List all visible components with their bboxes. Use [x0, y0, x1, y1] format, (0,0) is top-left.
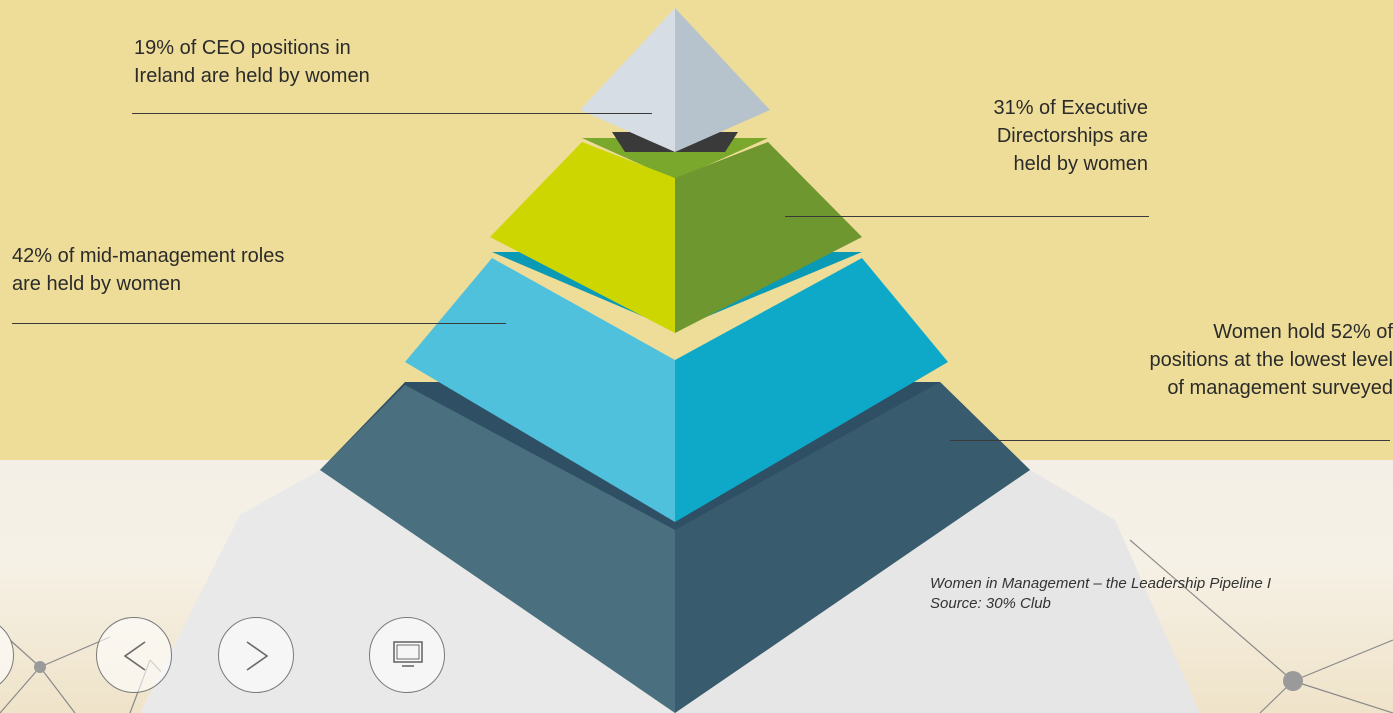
tier4-right-face [675, 382, 1030, 713]
tier2-label-line: 31% of Executive [993, 97, 1148, 119]
tier1-label-line: 19% of CEO positions in [134, 37, 351, 59]
screen-button[interactable] [369, 617, 445, 693]
figure-caption: Women in Management – the Leadership Pip… [930, 574, 1271, 614]
tier3-left-face [405, 258, 675, 522]
pyramid-base-right [675, 470, 1200, 713]
tier3-label-line: are held by women [12, 273, 181, 295]
previous-button[interactable] [96, 617, 172, 693]
chevron-right-icon [246, 641, 269, 671]
tier3-label: 42% of mid-management roles are held by … [12, 242, 284, 298]
tier2-left-face [490, 142, 675, 333]
next-button[interactable] [218, 617, 294, 693]
tier1-left-face [580, 8, 675, 152]
tier4-label-line: Women hold 52% of [1213, 321, 1393, 343]
tier2-leader-line [785, 216, 1149, 217]
tier4-left-face [320, 385, 675, 713]
tier3-label-line: 42% of mid-management roles [12, 245, 285, 267]
tier4-leader-line [950, 440, 1390, 441]
tier1-leader-line [132, 113, 652, 114]
caption-title: Women in Management – the Leadership Pip… [930, 575, 1272, 592]
tier3-right-face [675, 258, 948, 522]
tier2-label-line: Directorships are [996, 125, 1148, 147]
tier1-right-face [675, 8, 770, 152]
tier4-label-line: of management surveyed [1167, 377, 1393, 399]
network-node [1283, 671, 1303, 691]
tier2-label: 31% of Executive Directorships are held … [880, 94, 1148, 178]
tier2-label-line: held by women [1013, 153, 1148, 175]
caption-source: Source: 30% Club [930, 595, 1051, 612]
tier4-label-line: positions at the lowest level [1149, 349, 1393, 371]
tier1-label: 19% of CEO positions in Ireland are held… [134, 34, 370, 90]
tier1-label-line: Ireland are held by women [134, 65, 370, 87]
tier2-right-face [675, 142, 862, 333]
network-node [34, 661, 46, 673]
monitor-icon [393, 641, 423, 667]
tier4-label: Women hold 52% of positions at the lowes… [1030, 318, 1393, 402]
tier3-leader-line [12, 323, 506, 324]
chevron-left-icon [123, 641, 146, 671]
